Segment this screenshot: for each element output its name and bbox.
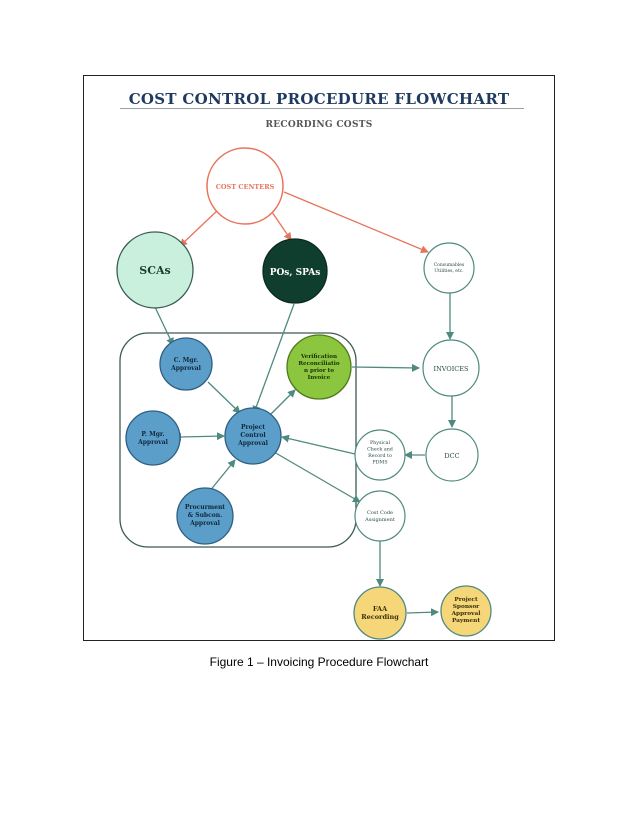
node-pos-spas-label: POs, SPAs (270, 268, 321, 278)
edge-faa-sponsor (406, 608, 439, 617)
node-procurement-label: Procurment& Subcon.Approval (185, 504, 225, 527)
edge-costcenters-pos (271, 211, 292, 241)
node-cost-centers: COST CENTERS (206, 147, 284, 225)
node-procurement: Procurment& Subcon.Approval (176, 487, 234, 545)
node-invoices: INVOICES (422, 339, 480, 397)
diagram-subtitle: RECORDING COSTS (265, 120, 373, 130)
edge-projectcontrol-costcode (273, 451, 361, 503)
node-c-mgr-label: C. Mgr.Approval (170, 357, 202, 372)
edge-cmgr-projectcontrol (207, 381, 241, 414)
edge-procurement-projectcontrol (204, 459, 236, 498)
node-c-mgr: C. Mgr.Approval (159, 337, 213, 391)
node-pos-spas: POs, SPAs (262, 238, 328, 304)
node-scas-label: SCAs (139, 264, 170, 277)
diagram-title: COST CONTROL PROCEDURE FLOWCHART (128, 90, 510, 108)
approval-group (119, 332, 357, 548)
edge-verification-invoices (351, 363, 420, 372)
title-rule (120, 108, 524, 109)
edge-costcenters-consumables (283, 191, 429, 253)
edge-costcenters-scas (179, 207, 221, 247)
node-dcc: DCC (425, 428, 479, 482)
node-p-mgr-label: P. Mgr.Approval (137, 431, 169, 446)
node-scas: SCAs (116, 231, 194, 309)
figure-caption: Figure 1 – Invoicing Procedure Flowchart (209, 655, 429, 669)
node-invoices-label: INVOICES (434, 365, 469, 373)
node-dcc-label: DCC (444, 452, 459, 460)
edge-pmgr-projectcontrol (173, 432, 225, 441)
edge-pos-projectcontrol (252, 303, 295, 414)
node-p-mgr: P. Mgr.Approval (125, 410, 181, 466)
edge-scas-cmgr (154, 306, 174, 346)
node-cost-centers-label: COST CENTERS (216, 183, 275, 191)
edge-projectcontrol-verification (269, 389, 296, 416)
edge-physicalcheck-projectcontrol (281, 434, 356, 455)
